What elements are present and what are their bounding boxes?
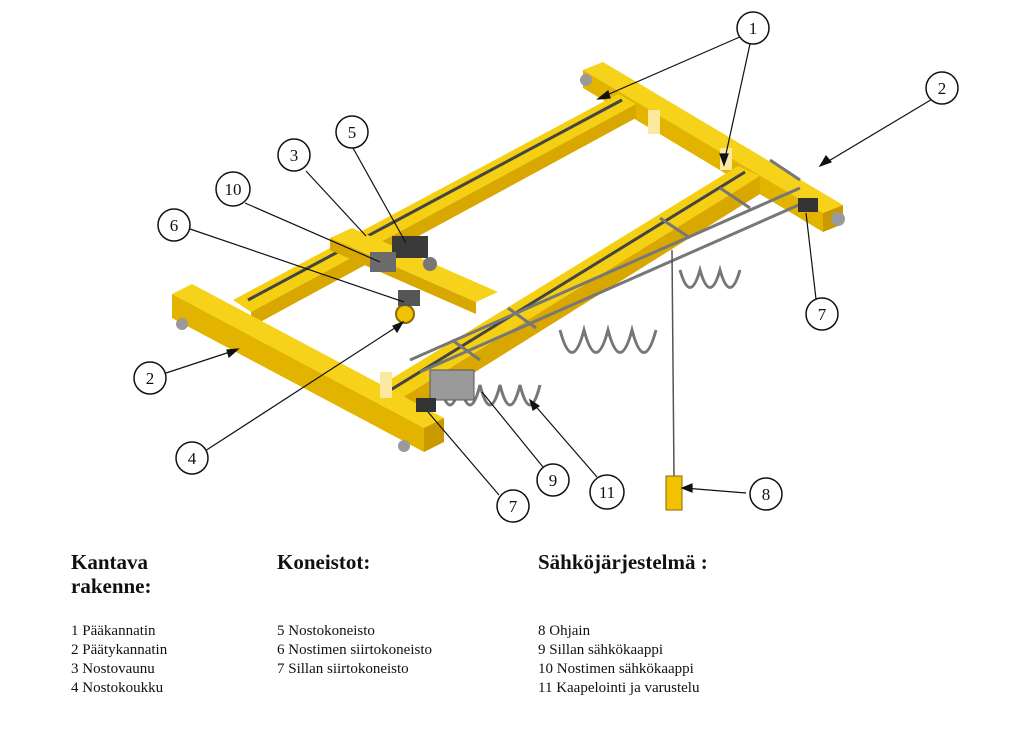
bridge-drive-motor-far [798,198,818,212]
callout-9: 9 [536,463,570,497]
overhead-crane-diagram: 1 1 2 2 3 4 5 6 7 7 8 9 10 11 [133,11,959,523]
legend-machinery-list: 5 Nostokoneisto 6 Nostimen siirtokoneist… [277,622,537,679]
legend-structure-title-line2: rakenne: [71,574,152,598]
callout-5: 5 [335,115,369,149]
main-girder-back [233,94,636,327]
callout-4: 4 [175,441,209,475]
legend-item: 11 Kaapelointi ja varustelu [538,680,700,696]
legend-machinery-title: Koneistot: [277,550,371,574]
callout-6: 6 [157,208,191,242]
svg-text:10: 10 [225,180,242,199]
pendant-controller [665,475,683,511]
end-carriage-far [580,62,845,232]
callout-2-far: 2 [925,71,959,105]
trolley [330,228,498,324]
legend-item: 8 Ohjain [538,623,591,639]
legend-electrical-title: Sähköjärjestelmä : [538,550,708,574]
legend-structure-title: Kantava rakenne: [71,550,191,598]
callouts: 1 1 2 2 3 4 5 6 7 7 8 9 10 11 [133,11,959,523]
crane-illustration [172,62,845,511]
svg-text:6: 6 [170,216,179,235]
main-girder-front [370,166,760,424]
svg-text:9: 9 [549,471,558,490]
legend-item: 7 Sillan siirtokoneisto [277,661,409,677]
legend-item: 10 Nostimen sähkökaappi [538,661,694,677]
legend-item: 2 Päätykannatin [71,642,168,658]
svg-text:1: 1 [749,19,758,38]
callout-10: 10 [215,171,251,207]
callout-1a: 1 [736,11,770,45]
leader-lines [165,35,935,496]
svg-text:4: 4 [188,449,197,468]
svg-text:11: 11 [599,483,615,502]
legend-structure-title-line1: Kantava [71,550,149,574]
callout-11: 11 [589,474,625,510]
legend-electrical-list: 8 Ohjain 9 Sillan sähkökaappi 10 Nostime… [538,622,798,698]
svg-text:5: 5 [348,123,357,142]
legend-item: 6 Nostimen siirtokoneisto [277,642,432,658]
legend-machinery: Koneistot: 5 Nostokoneisto 6 Nostimen si… [277,550,517,677]
callout-2-near: 2 [133,361,167,395]
svg-text:7: 7 [509,497,518,516]
svg-text:2: 2 [938,79,947,98]
legend-item: 9 Sillan sähkökaappi [538,642,663,658]
callout-7-near: 7 [496,489,530,523]
svg-text:8: 8 [762,485,771,504]
end-carriage-near [172,284,444,452]
bridge-drive-motor-near [416,398,436,412]
legend-item: 4 Nostokoukku [71,680,164,696]
legend-structure-list: 1 Pääkannatin 2 Päätykannatin 3 Nostovau… [71,622,331,698]
bridge-electrical-cabinet [429,369,475,401]
svg-text:7: 7 [818,305,827,324]
svg-text:2: 2 [146,369,155,388]
svg-text:3: 3 [290,146,299,165]
festoon-system [409,158,811,407]
callout-1b: 1 [749,19,758,38]
callout-8: 8 [749,477,783,511]
legend-item: 1 Pääkannatin [71,623,156,639]
callout-7-far: 7 [805,297,839,331]
legend-item: 3 Nostovaunu [71,661,155,677]
callout-3: 3 [277,138,311,172]
legend-item: 5 Nostokoneisto [277,623,375,639]
legend-electrical: Sähköjärjestelmä : 8 Ohjain 9 Sillan säh… [538,550,798,696]
legend-structure: Kantava rakenne: 1 Pääkannatin 2 Päätyka… [71,550,221,696]
